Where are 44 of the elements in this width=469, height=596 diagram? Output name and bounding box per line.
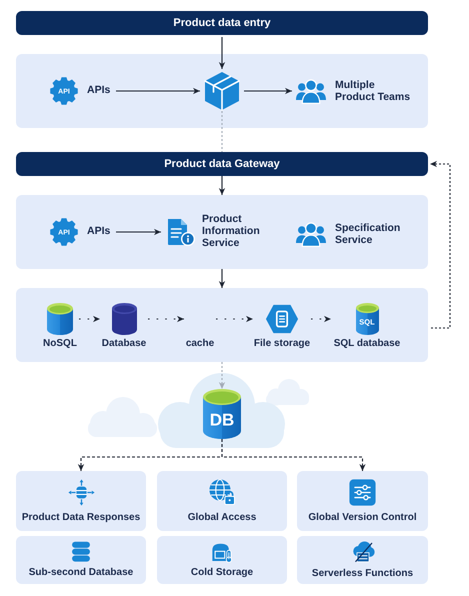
dashed-arrow	[148, 316, 184, 322]
dashed-arrow	[311, 316, 331, 322]
header-bar	[16, 152, 428, 176]
node-label: NoSQL	[43, 338, 77, 350]
card-label: Product Data Responses	[22, 512, 140, 524]
node-label: Product Information Service	[202, 214, 261, 250]
node-label: Database	[102, 338, 146, 350]
node-label: APIs	[87, 85, 110, 97]
icon-text: DB	[210, 412, 234, 428]
feature-card	[297, 471, 428, 531]
feature-card	[157, 471, 287, 531]
card-label: Sub-second Database	[28, 567, 134, 579]
dashed-arrow	[218, 362, 226, 389]
panel	[16, 54, 428, 128]
node-label: Specification Service	[335, 222, 402, 246]
panel	[16, 195, 428, 269]
arrow	[244, 88, 292, 94]
card-label: Global Version Control	[308, 512, 417, 524]
card-label: Serverless Functions	[312, 568, 414, 580]
arrow	[218, 176, 226, 195]
dashed-arrow	[216, 316, 253, 322]
card-label: Global Access	[188, 512, 256, 524]
dashed-arrow	[430, 160, 451, 329]
dashed-line	[221, 111, 223, 152]
arrow	[218, 269, 226, 288]
bar-title: Product data Gateway	[164, 158, 280, 170]
node-label: APIs	[87, 226, 110, 238]
dashed-arrow	[79, 316, 100, 322]
dashed-arrow	[221, 439, 366, 471]
header-bar	[16, 11, 428, 35]
arrow	[116, 228, 161, 236]
node-label: cache	[186, 338, 214, 350]
node-label: SQL database	[334, 338, 400, 350]
feature-card	[16, 471, 146, 531]
feature-card	[157, 536, 287, 584]
arrow	[116, 88, 200, 94]
node-label: Multiple Product Teams	[335, 80, 412, 104]
arrow	[218, 37, 226, 69]
card-label: Cold Storage	[190, 567, 254, 579]
feature-card	[297, 536, 428, 584]
panel	[16, 288, 428, 362]
node-label: File storage	[254, 338, 310, 350]
feature-card	[16, 536, 146, 584]
bar-title: Product data entry	[173, 17, 271, 29]
